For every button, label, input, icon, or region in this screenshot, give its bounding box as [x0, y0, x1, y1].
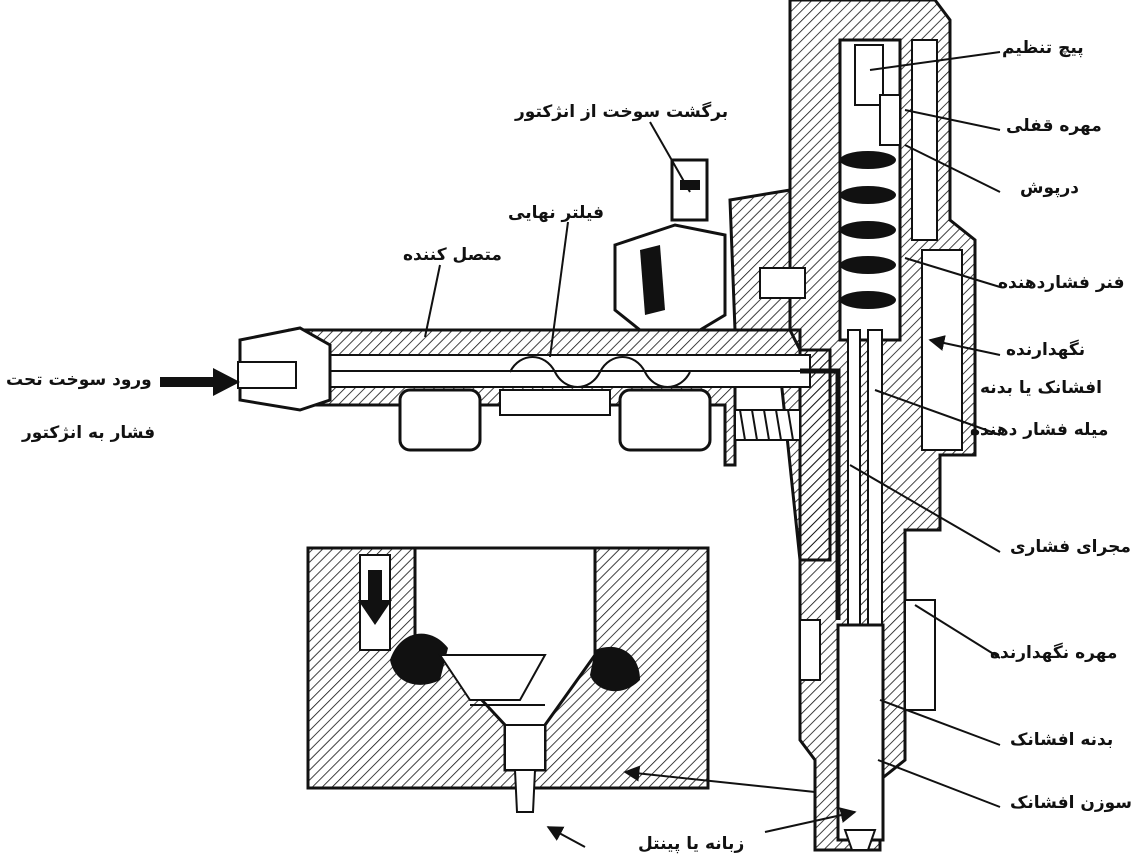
pointer-lines — [424, 51, 1001, 848]
label-retaining-nut: مهره نگهدارنده — [990, 643, 1118, 663]
pointer-holder — [928, 335, 1001, 356]
pointer-pressure-spring — [904, 257, 1001, 288]
nozzle-tip-inset — [306, 546, 710, 813]
label-fuel-inlet-line1: ورود سوخت تحت — [6, 370, 152, 390]
pointer-retaining-nut — [914, 604, 1001, 659]
pointer-cap — [904, 144, 1001, 193]
label-fuel-return: برگشت سوخت از انژکتور — [515, 102, 729, 122]
label-cap: درپوش — [1020, 178, 1080, 198]
label-fuel-inlet-line2: فشار به انژکتور — [22, 423, 156, 443]
pointer-pintle-tip — [546, 826, 586, 848]
pointer-lock-nut — [904, 109, 1001, 131]
label-holder-line2: افشانک یا بدنه — [980, 378, 1102, 398]
pointer-fuel-return — [649, 121, 691, 193]
spring-coils — [840, 151, 896, 309]
pointer-pressure-rod — [874, 389, 1001, 436]
label-pintle: زبانه یا پینتل — [638, 834, 745, 854]
pointer-connector — [424, 264, 441, 338]
pointer-final-filter — [549, 221, 569, 358]
pointer-pintle-inset — [623, 765, 816, 793]
fuel-return-fitting — [613, 158, 806, 332]
label-nozzle-needle: سوزن افشانک — [1010, 793, 1132, 813]
inlet-arm — [237, 326, 841, 620]
pointer-nozzle-body — [879, 699, 1001, 746]
label-pressure-spring: فنر فشاردهنده — [998, 273, 1125, 293]
label-final-filter: فیلتر نهایی — [508, 203, 605, 223]
fuel-inlet-arrow — [160, 368, 240, 396]
pointer-adjusting-screw — [869, 51, 1001, 71]
label-pressure-rod: میله فشار دهنده — [970, 420, 1109, 440]
pointer-pressure-channel — [849, 464, 1001, 553]
label-holder-line1: نگهدارنده — [1006, 340, 1086, 360]
label-lock-nut: مهره قفلی — [1006, 116, 1102, 136]
pointer-nozzle-needle — [877, 759, 1001, 808]
label-pressure-channel: مجرای فشاری — [1010, 537, 1131, 557]
label-connector: متصل کننده — [403, 245, 502, 265]
pointer-pintle-body — [764, 807, 857, 833]
label-adjusting-screw: پیچ تنظیم — [1002, 38, 1084, 58]
label-nozzle-body: بدنه افشانک — [1010, 730, 1114, 750]
